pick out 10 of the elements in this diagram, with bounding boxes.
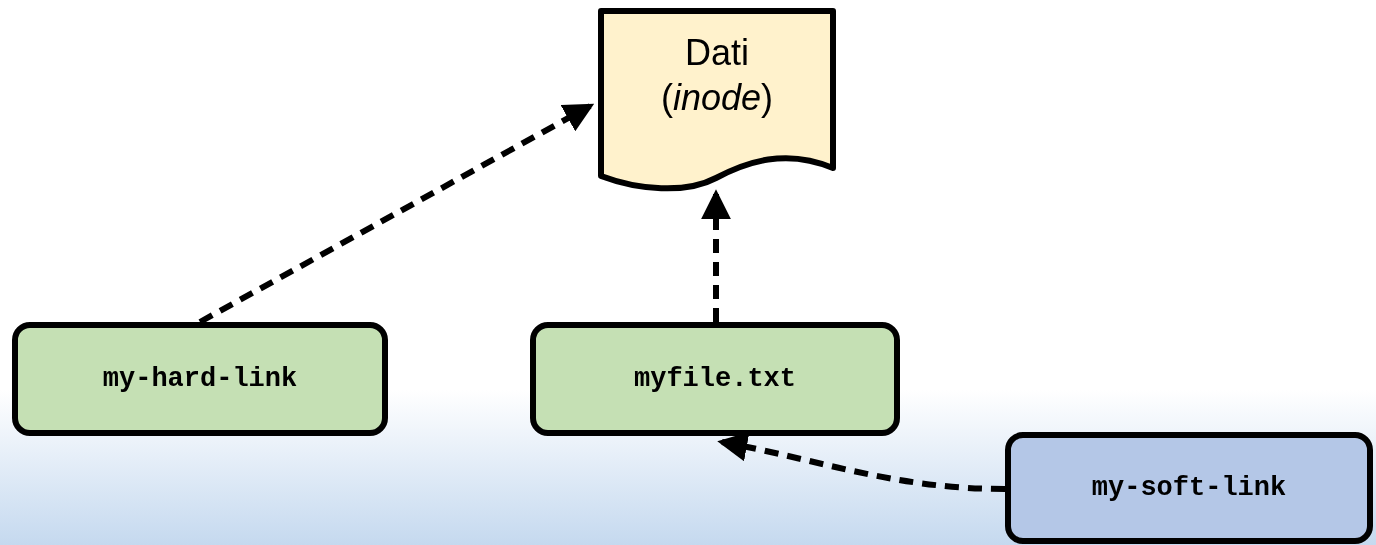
file-box [530, 322, 900, 436]
dashed-arrow [198, 103, 595, 325]
file-box [12, 322, 388, 436]
file-name: my-soft-link [1091, 471, 1287, 505]
file-name: my-hard-link [102, 362, 298, 396]
file-name: myfile.txt [634, 362, 796, 396]
document-shape [598, 8, 836, 192]
file-box [1005, 432, 1373, 544]
dashed-arrow [701, 189, 731, 322]
node-label: Dati (inode) [659, 31, 775, 120]
